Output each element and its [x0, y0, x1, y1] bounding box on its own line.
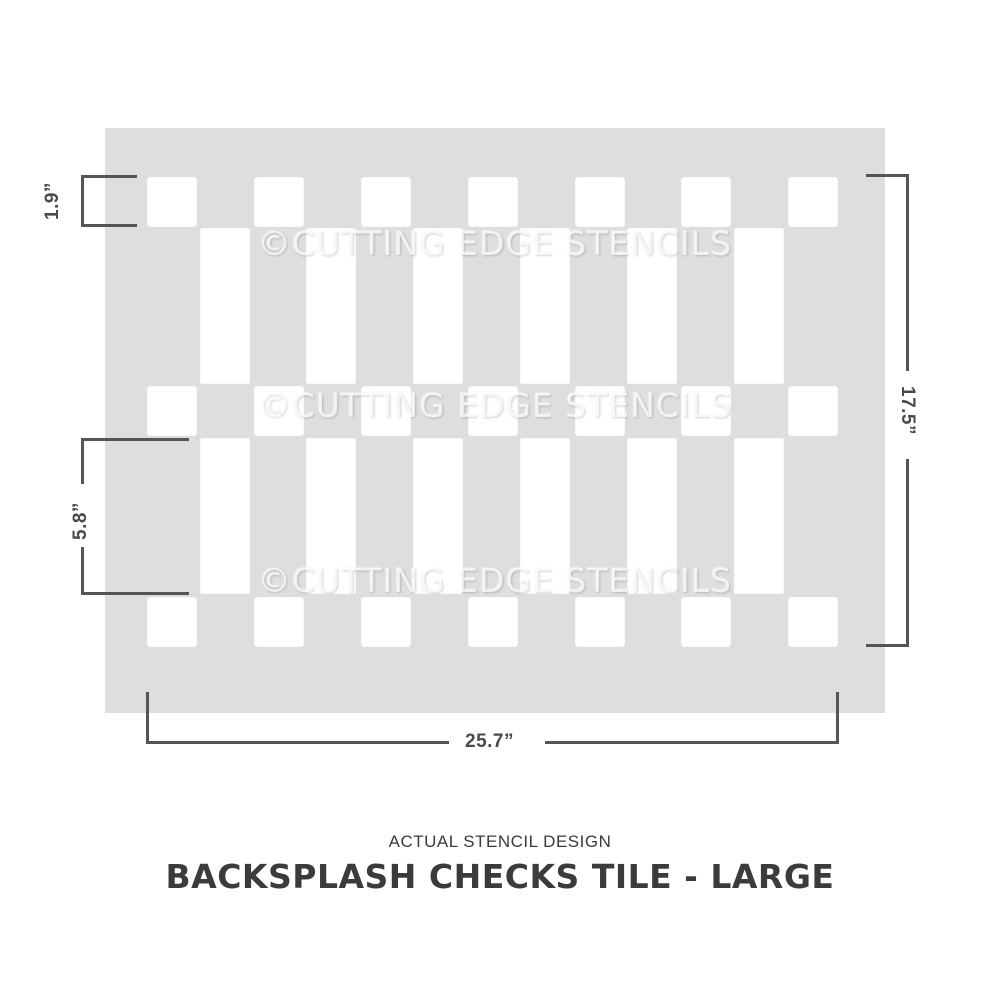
square-height-label: 1.9” [42, 182, 63, 220]
square-cutout [681, 177, 731, 227]
square-cutout [575, 177, 625, 227]
square-cutout [361, 177, 411, 227]
square-cutout [788, 597, 838, 647]
rectangle-cutout [627, 438, 677, 594]
square-cutout [147, 597, 197, 647]
total-width-label: 25.7” [465, 731, 514, 752]
subtitle: ACTUAL STENCIL DESIGN [388, 832, 612, 851]
square-cutout [147, 177, 197, 227]
rectangle-cutout [734, 438, 784, 594]
rectangle-cutout [520, 228, 570, 384]
rectangle-cutout [306, 228, 356, 384]
square-cutout [254, 177, 304, 227]
watermark: ©CUTTING EDGE STENCILS [257, 386, 733, 425]
rectangle-cutout [734, 228, 784, 384]
square-cutout [575, 386, 625, 436]
stencil-board [105, 128, 885, 713]
square-cutout [468, 597, 518, 647]
rectangle-cutout [413, 228, 463, 384]
rectangle-cutout [627, 228, 677, 384]
total-height-label: 17.5” [897, 386, 918, 435]
square-cutout [681, 386, 731, 436]
rectangle-cutout [413, 438, 463, 594]
square-cutout [468, 386, 518, 436]
square-cutout [361, 386, 411, 436]
square-cutout [468, 177, 518, 227]
square-cutout [254, 597, 304, 647]
square-cutout [788, 386, 838, 436]
rectangle-cutout [520, 438, 570, 594]
rectangle-cutout [200, 228, 250, 384]
square-cutout [788, 177, 838, 227]
watermark: ©CUTTING EDGE STENCILS [257, 224, 733, 263]
rectangle-height-label: 5.8” [70, 502, 91, 540]
watermark: ©CUTTING EDGE STENCILS [257, 561, 733, 600]
rectangle-cutout [306, 438, 356, 594]
square-cutout [147, 386, 197, 436]
rectangle-cutout [200, 438, 250, 594]
square-cutout [254, 386, 304, 436]
square-cutout [575, 597, 625, 647]
square-cutout [361, 597, 411, 647]
square-cutout [681, 597, 731, 647]
product-title: BACKSPLASH CHECKS TILE - LARGE [165, 857, 835, 896]
